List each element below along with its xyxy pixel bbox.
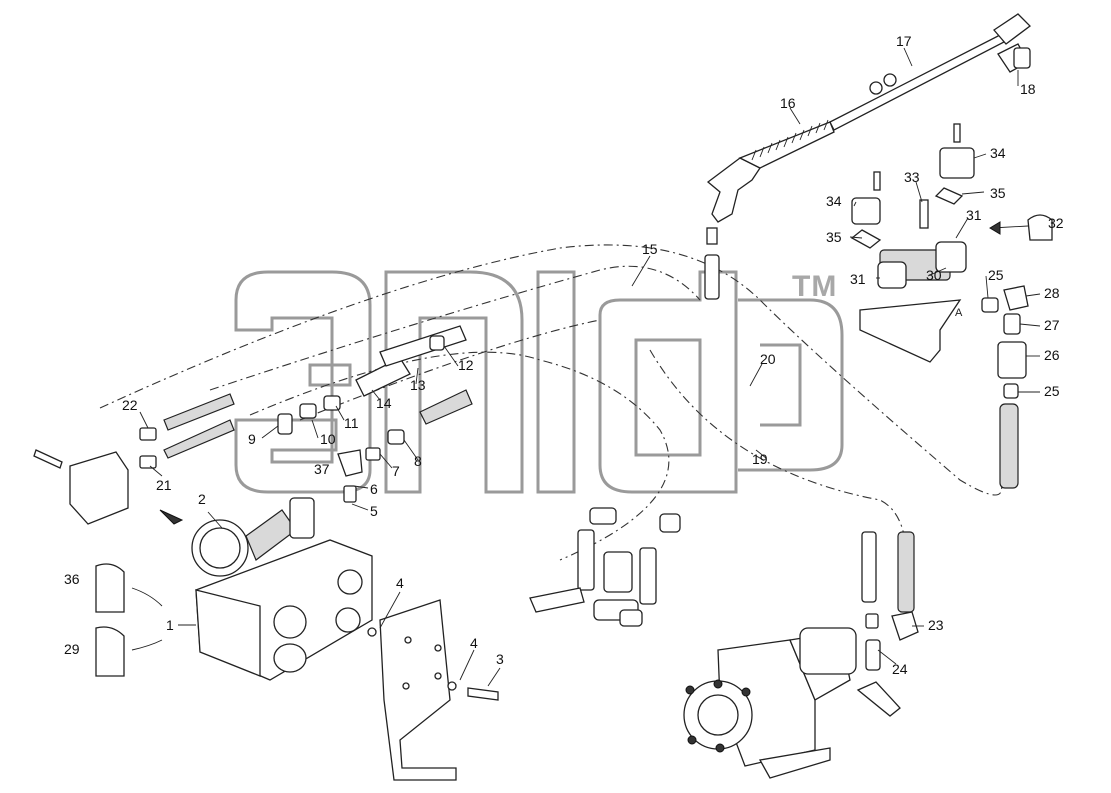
callout-11: 11 [344, 415, 359, 431]
left-fittings [33, 393, 235, 525]
callout-5: 5 [370, 503, 378, 519]
callout-3: 3 [496, 651, 504, 667]
callout-1: 1 [166, 617, 174, 633]
leader-lines [139, 47, 1041, 687]
callout-6: 6 [370, 481, 378, 497]
callout-4a: 4 [396, 575, 404, 591]
callout-32: 32 [1048, 215, 1064, 231]
callout-35a: 35 [826, 229, 842, 245]
callout-36: 36 [64, 571, 80, 587]
callout-22: 22 [122, 397, 138, 413]
callout-16: 16 [780, 95, 796, 111]
callout-24: 24 [892, 661, 908, 677]
callout-15: 15 [642, 241, 658, 257]
detail-letter-a: A [955, 307, 963, 319]
callout-29: 29 [64, 641, 80, 657]
callout-28: 28 [1044, 285, 1060, 301]
callout-14: 14 [376, 395, 392, 411]
callout-2: 2 [198, 491, 206, 507]
callout-23: 23 [928, 617, 944, 633]
pump-assembly [191, 497, 373, 681]
callout-37: 37 [314, 461, 330, 477]
watermark-logo [234, 270, 844, 494]
callout-35b: 35 [990, 185, 1006, 201]
callout-18: 18 [1020, 81, 1036, 97]
callout-30: 30 [926, 267, 942, 283]
trademark-mark: TM [792, 270, 838, 303]
callout-31a: 31 [850, 271, 866, 287]
mounting-bracket [367, 599, 499, 781]
right-fittings [856, 285, 1029, 717]
intake-manifold [529, 507, 681, 627]
spray-gun-assembly [704, 13, 1031, 300]
callout-21: 21 [156, 477, 172, 493]
center-fittings [277, 325, 473, 503]
callout-25b: 25 [1044, 383, 1060, 399]
callout-4b: 4 [470, 635, 478, 651]
callout-13: 13 [410, 377, 426, 393]
callout-25a: 25 [988, 267, 1004, 283]
label-arrows [95, 563, 163, 677]
callout-20: 20 [760, 351, 776, 367]
callout-33: 33 [904, 169, 920, 185]
callout-8: 8 [414, 453, 422, 469]
callout-19: 19 [752, 451, 768, 467]
callout-17: 17 [896, 33, 912, 49]
callout-34b: 34 [990, 145, 1006, 161]
gun-spring-coil [751, 119, 829, 161]
callout-10: 10 [320, 431, 336, 447]
callout-34a: 34 [826, 193, 842, 209]
callout-7: 7 [392, 463, 400, 479]
callout-27: 27 [1044, 317, 1060, 333]
callout-31b: 31 [966, 207, 982, 223]
motor-assembly [683, 627, 857, 779]
solenoid-valve-block [850, 123, 1053, 363]
callout-26: 26 [1044, 347, 1060, 363]
callout-9: 9 [248, 431, 256, 447]
callout-12: 12 [458, 357, 474, 373]
